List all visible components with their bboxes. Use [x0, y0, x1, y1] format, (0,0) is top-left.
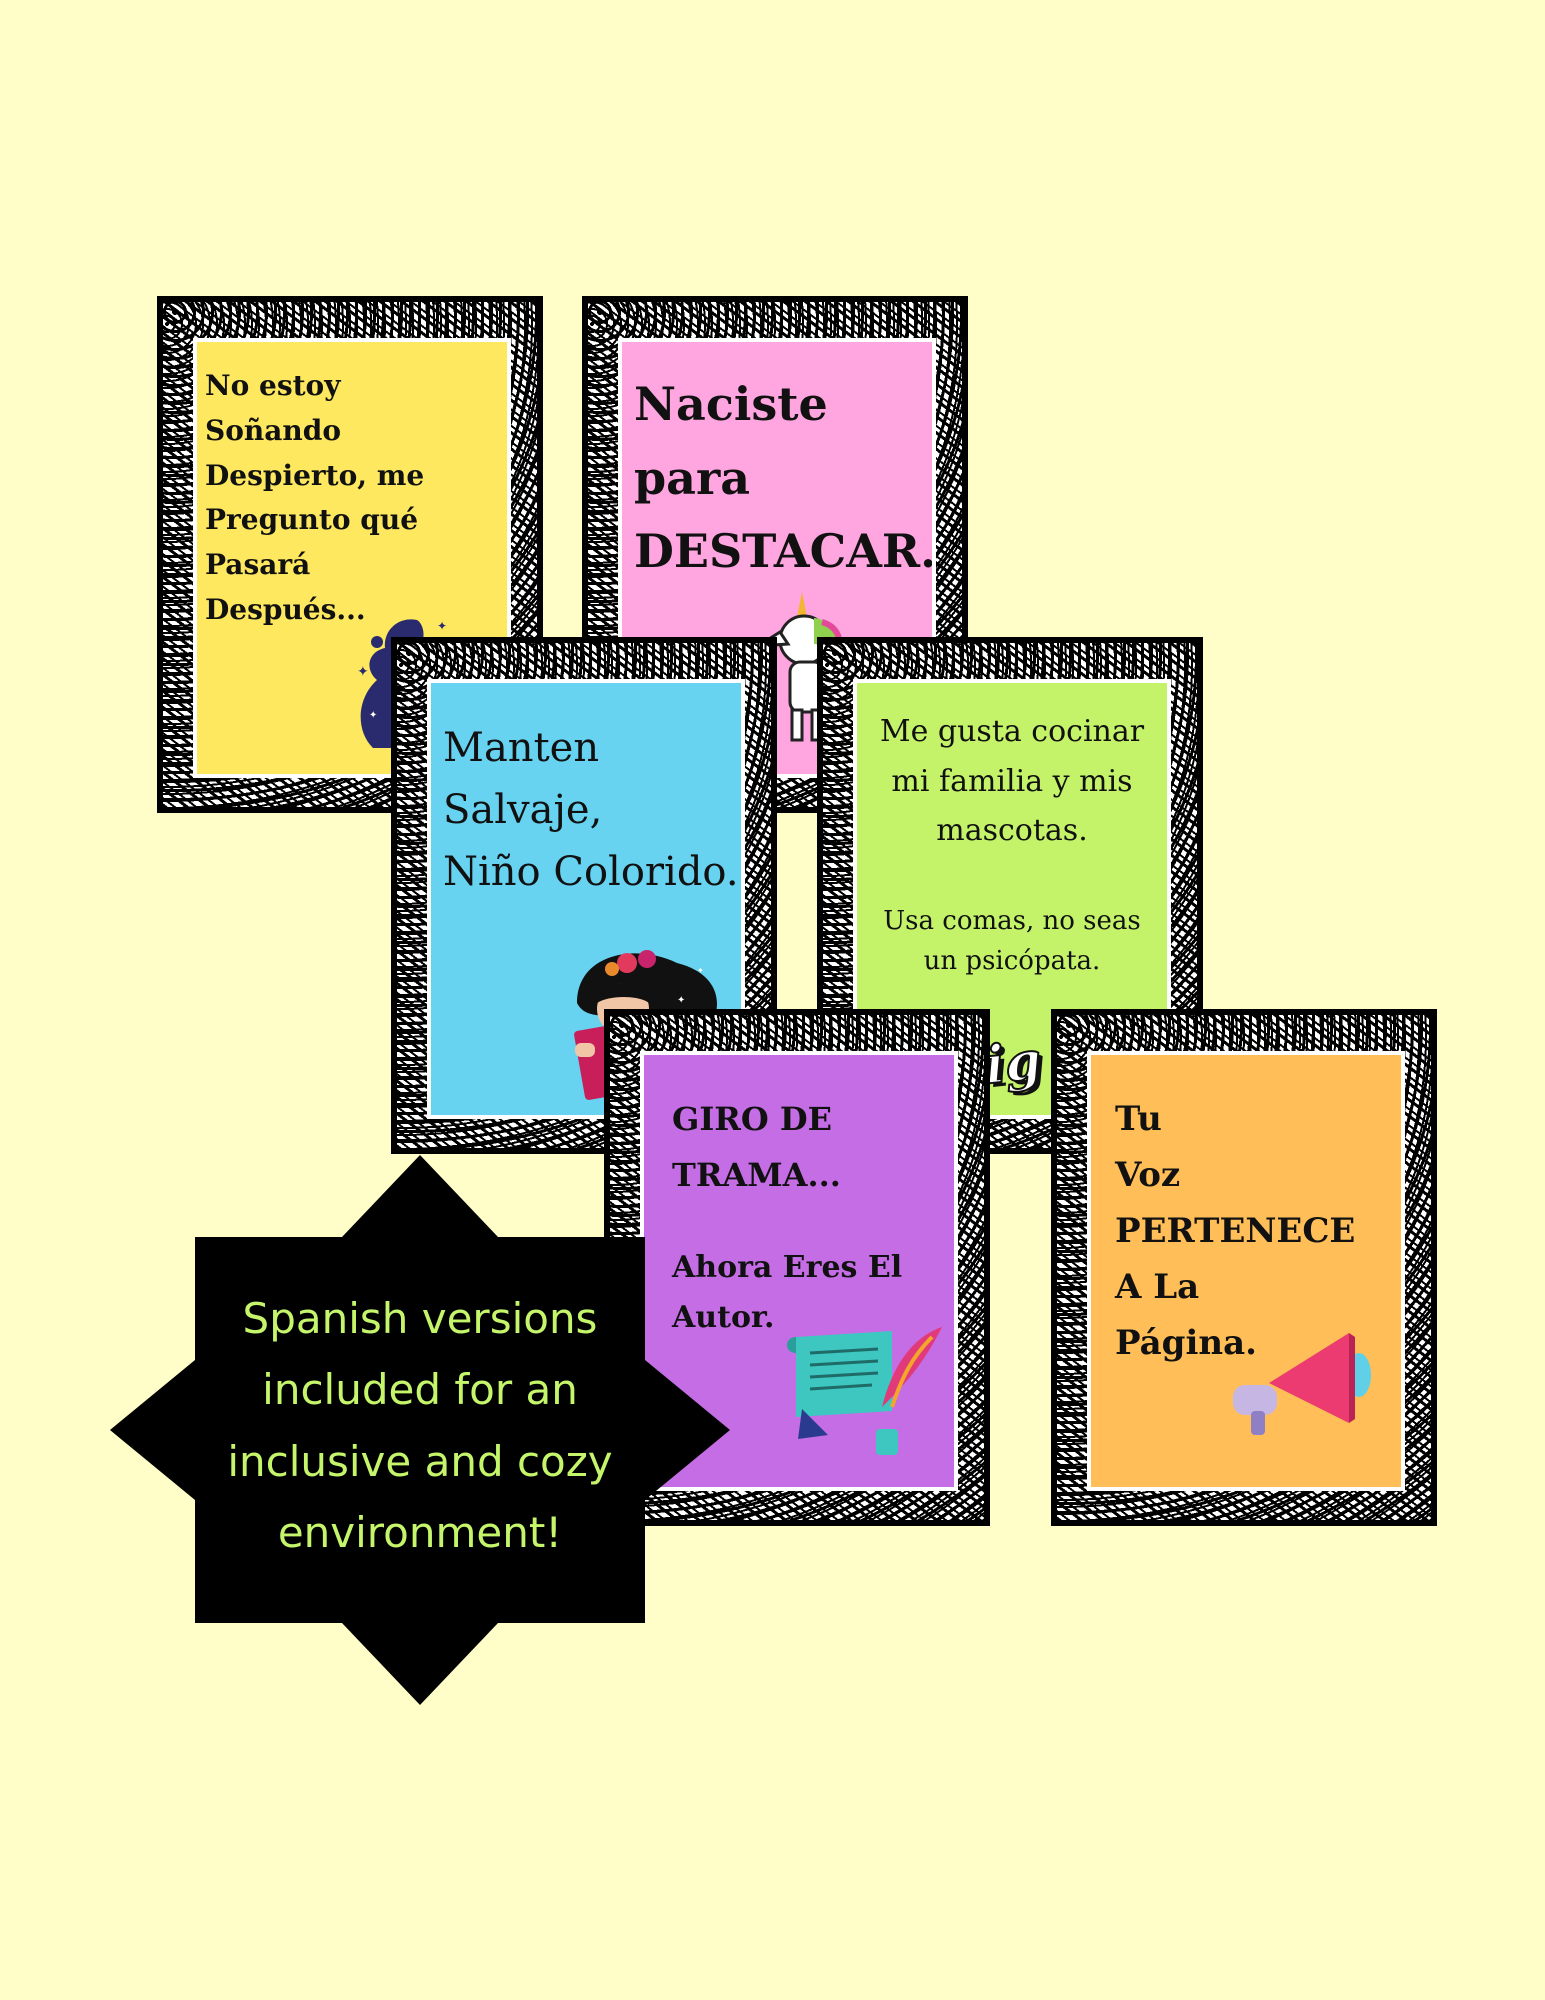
poster-quote: GIRO DE TRAMA...: [672, 1100, 841, 1194]
poster-quote: Manten Salvaje, Niño Colorido.: [443, 725, 739, 895]
star-badge-shape: [110, 1155, 730, 1705]
svg-text:✦: ✦: [437, 619, 447, 633]
svg-text:✦: ✦: [369, 710, 377, 721]
poster-inner-voice: Tu Voz PERTENECE A La Página.: [1087, 1051, 1405, 1491]
poster-inner-plot-twist: GIRO DE TRAMA... Ahora Eres El Autor.: [640, 1051, 958, 1491]
badge-text: Spanish versions included for an inclusi…: [227, 1294, 613, 1558]
poster-quote: Me gusta cocinar mi familia y mis mascot…: [879, 714, 1145, 848]
scroll-and-quill-icon: [787, 1327, 942, 1455]
poster-quote: Naciste para DESTACAR.: [634, 377, 936, 579]
spanish-versions-badge: Spanish versions included for an inclusi…: [110, 1155, 730, 1705]
svg-text:✦: ✦: [697, 966, 704, 975]
svg-text:✦: ✦: [677, 995, 685, 1006]
poster-subquote: Ahora Eres El Autor.: [672, 1250, 903, 1335]
poster-quote: No estoy Soñando Despierto, me Pregunto …: [205, 369, 425, 626]
megaphone-icon: [1233, 1333, 1371, 1435]
svg-text:✦: ✦: [357, 664, 369, 680]
poster-quote: Tu Voz PERTENECE A La Página.: [1115, 1099, 1356, 1364]
poster-subquote: Usa comas, no seas un psicópata.: [883, 906, 1141, 977]
poster-card-voice: Tu Voz PERTENECE A La Página.: [1052, 1010, 1436, 1525]
